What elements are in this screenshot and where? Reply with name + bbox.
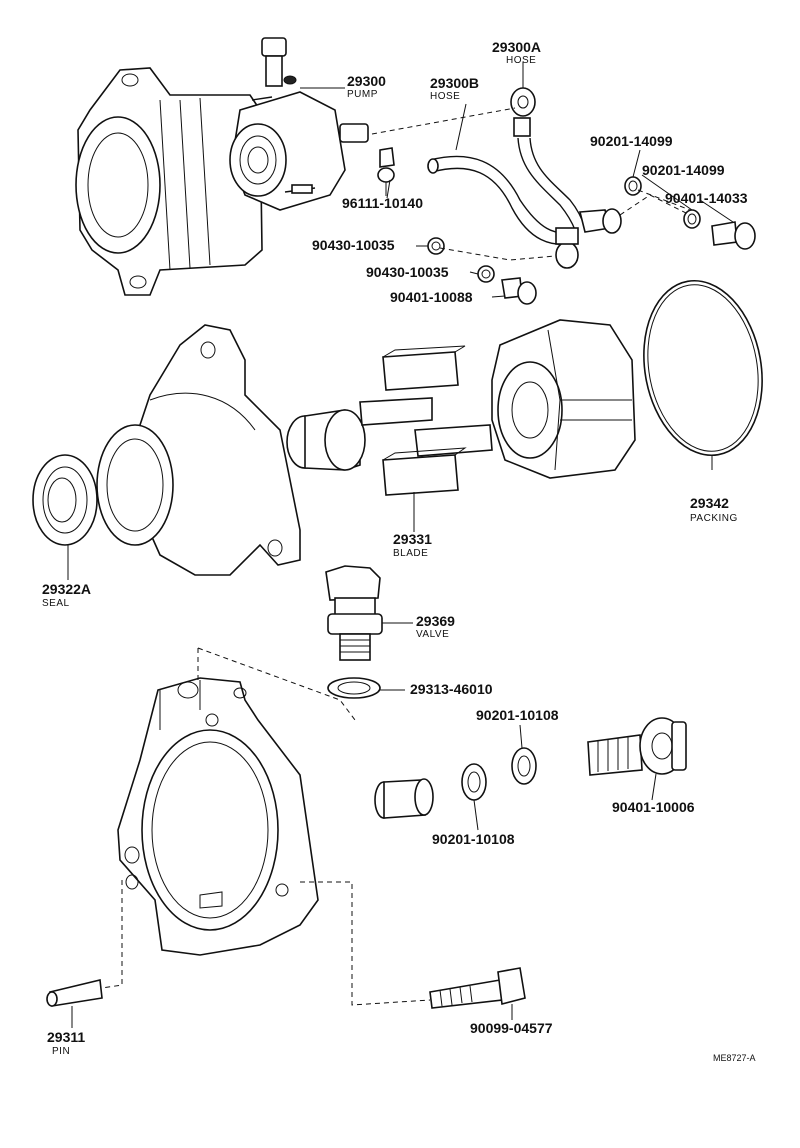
vacuum-pump [229,37,369,211]
blades [359,345,493,496]
label-gasket-low-2: 90201-10108 [476,707,559,723]
rotor-shaft [286,409,366,471]
gasket-mid-1 [427,237,445,255]
union-bolt [587,717,687,776]
clamp-part [377,147,395,196]
label-clamp: 96111-10140 [342,195,423,211]
reference-code: ME8727-A [713,1053,756,1063]
label-hose-a-name: HOSE [506,55,536,66]
label-valve-name: VALVE [416,629,449,640]
bushing [374,778,434,819]
gasket-top-1 [624,176,642,196]
bolt-mid [501,277,537,305]
label-gasket-top-1: 90201-14099 [590,133,673,149]
label-blade-number: 29331 [393,531,432,547]
label-hose-b-number: 29300B [430,75,479,91]
label-valve-gasket: 29313-46010 [410,681,493,697]
label-bolt-low: 90099-04577 [470,1020,553,1036]
label-packing-name: PACKING [690,513,738,524]
label-pump-number: 29300 [347,73,386,89]
label-bolt-mid: 90401-10088 [390,289,473,305]
hose-b [427,155,571,246]
alternator-assembly [75,67,263,296]
label-seal-name: SEAL [42,598,70,609]
label-packing-number: 29342 [690,495,729,511]
label-pin-name: PIN [52,1046,70,1057]
label-pump-name: PUMP [347,89,378,100]
pump-housing [96,324,301,576]
label-seal-number: 29322A [42,581,91,597]
rotor [491,319,636,479]
gasket-low-1 [461,763,487,801]
label-union-bolt: 90401-10006 [612,799,695,815]
label-gasket-mid-2: 90430-10035 [366,264,449,280]
hose-a [510,87,622,269]
label-valve-number: 29369 [416,613,455,629]
pin-part [46,979,103,1007]
oil-seal [32,454,98,546]
label-pin-number: 29311 [47,1029,85,1045]
check-valve [325,565,383,661]
gasket-mid-2 [477,265,495,283]
label-hose-b-name: HOSE [430,91,460,102]
label-gasket-low-1: 90201-10108 [432,831,515,847]
label-hose-a-number: 29300A [492,39,541,55]
lower-housing [117,677,319,956]
gasket-low-2 [511,747,537,785]
packing-ring [643,279,763,457]
valve-gasket [327,677,381,699]
bolt-top [711,221,756,250]
leader-lines [67,62,734,1028]
bolt-low [429,967,526,1009]
label-bolt-top: 90401-14033 [665,190,748,206]
label-gasket-top-2: 90201-14099 [642,162,725,178]
label-gasket-mid-1: 90430-10035 [312,237,395,253]
label-blade-name: BLADE [393,548,428,559]
